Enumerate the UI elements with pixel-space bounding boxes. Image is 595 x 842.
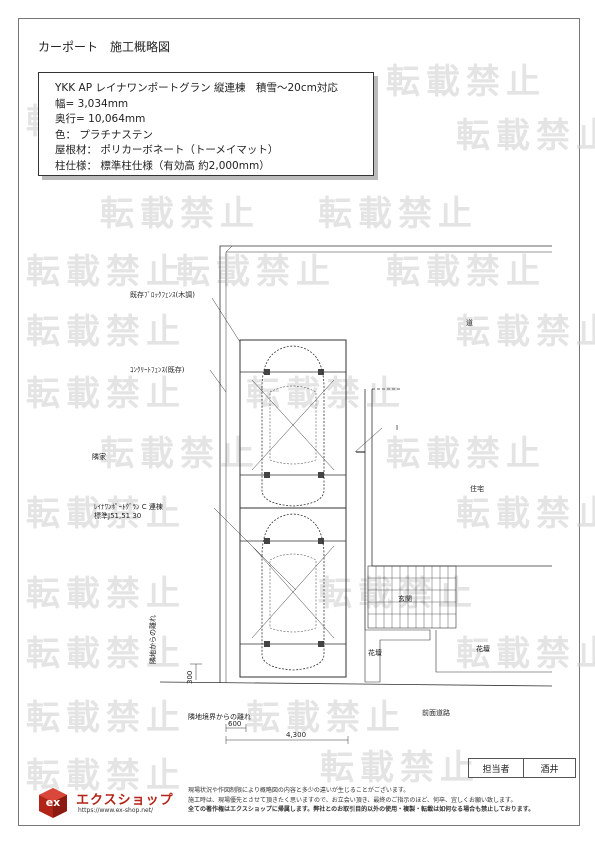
label-house: 住宅 (470, 485, 484, 493)
dimension-300: 300 (186, 670, 194, 684)
label-front-road: 前面道路 (422, 709, 450, 717)
footer-notes: 現場状況や作図制限により概略図の内容と多少の違いが生じることがございます。 施工… (188, 786, 578, 815)
label-boundary-distance: 隣地境界からの離れ (188, 713, 251, 721)
label-flowerbed-left: 花壇 (368, 649, 382, 657)
brand-url[interactable]: https://www.ex-shop.net/ (78, 807, 154, 814)
label-concrete-fence: ｺﾝｸﾘｰﾄﾌｪﾝｽ(既存) (130, 366, 185, 374)
label-existing-fence: 既存ﾌﾞﾛｯｸﾌｪﾝｽ(木調) (130, 291, 195, 299)
person-in-charge-box: 担当者 酒井 (468, 758, 576, 778)
drawing-sheet (18, 18, 580, 826)
stamp-role-label: 担当者 (469, 759, 524, 777)
spec-color: 色： プラチナステン (55, 128, 153, 141)
dimension-600: 600 (228, 720, 242, 728)
carport-posts (264, 369, 324, 647)
exshop-logo-icon: ex (39, 788, 67, 818)
stamp-person-name: 酒井 (540, 764, 559, 775)
spec-product: YKK AP レイナワンポートグラン 縦連棟 積雪～20cm対応 (55, 82, 338, 94)
spec-width: 幅= 3,034mm (55, 97, 129, 110)
front-boundary (159, 681, 553, 687)
brand-name: エクスショップ (76, 793, 174, 808)
footer-note: 全ての著作権はエクスショップに帰属します。弊社とのお取引目的以外の使用・複製・転… (188, 806, 535, 813)
footer-note: 現場状況や作図制限により概略図の内容と多少の違いが生じることがございます。 (188, 787, 410, 794)
label-carport-model: ﾚｲﾅﾜﾝﾎﾟｰﾄｸﾞﾗﾝ C 連棟 (94, 503, 163, 511)
flowerbed-left (364, 629, 431, 683)
footer: ex エクスショップ https://www.ex-shop.net/ 現場状況… (30, 783, 576, 823)
spec-depth: 奥行= 10,064mm (55, 113, 146, 125)
existing-fence (219, 245, 552, 683)
car-outline-1 (261, 345, 325, 507)
dimension-4300: 4,300 (286, 731, 307, 739)
label-flowerbed-right: 花壇 (476, 645, 490, 653)
car-outline-2 (261, 513, 325, 671)
label-road-side: 道 (466, 319, 473, 327)
label-entrance: 玄関 (398, 595, 412, 603)
footer-note: 施工時は、現場優先とさせて頂きたく思いますので、お立会い頂き、最終のご指示のほど… (188, 796, 517, 804)
flowerbed-right (435, 630, 552, 673)
label-carport-size: 標準J51,51 30 (94, 512, 142, 520)
label-window-mark: I (396, 424, 399, 432)
label-neighbor: 隣家 (92, 453, 106, 461)
label-boundary-distance-vertical: 隣地からの離れ (149, 615, 157, 664)
spec-roof: 屋根材： ポリカーボネート（トーメイマット） (55, 144, 279, 156)
house-outline (364, 389, 552, 630)
entrance-porch (367, 565, 457, 629)
spec-post: 柱仕様： 標準柱仕様（有効高 約2,000mm） (55, 159, 270, 172)
svg-text:ex: ex (46, 796, 61, 809)
page-title: カーポート 施工概略図 (38, 40, 171, 54)
spec-box: YKK AP レイナワンポートグラン 縦連棟 積雪～20cm対応 幅= 3,03… (38, 72, 374, 176)
